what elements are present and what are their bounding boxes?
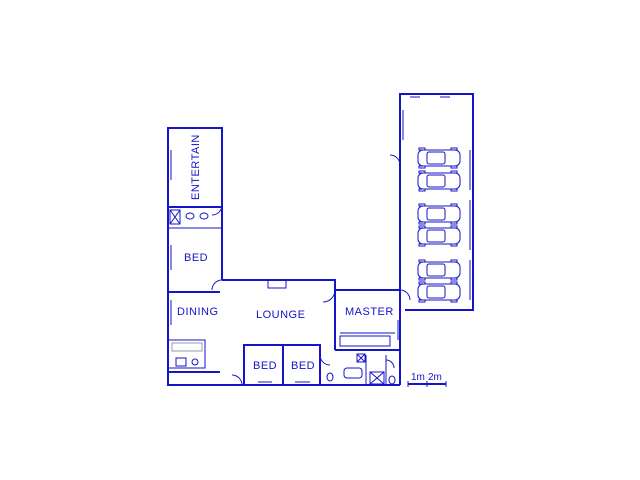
basin-icon [185, 212, 195, 220]
shower-icon [169, 209, 181, 225]
ensuite-bathtub-icon [343, 367, 363, 379]
room-label-dining: DINING [177, 306, 219, 318]
room-label-bed-south-2: BED [291, 360, 315, 372]
room-label-bed-south-1: BED [253, 360, 277, 372]
vanity-counter [339, 335, 391, 347]
fireplace-icon [267, 279, 287, 289]
car-icon [417, 170, 461, 192]
room-labels: ENTERTAIN BED DINING LOUNGE MASTER BED B… [177, 134, 394, 372]
scale-label-2m: 2m [428, 372, 442, 383]
car-icon [417, 281, 461, 303]
car-icon [417, 259, 461, 281]
scale-bar: 1m 2m [407, 372, 447, 387]
kitchen-counter [171, 342, 203, 352]
room-label-bed-north: BED [184, 252, 208, 264]
scale-label-1m: 1m [411, 372, 425, 383]
room-label-entertain: ENTERTAIN [190, 134, 202, 200]
car-icon [417, 203, 461, 225]
ensuite-toilet-icon [388, 375, 396, 385]
windows [170, 96, 471, 383]
garage-cars [417, 147, 461, 303]
interior-walls [168, 206, 400, 385]
room-label-master: MASTER [345, 306, 394, 318]
stove-icon [191, 358, 199, 366]
car-icon [417, 147, 461, 169]
fixtures [169, 209, 396, 385]
doors [211, 154, 411, 386]
ensuite-shower-icon [356, 353, 366, 363]
bath-icon [369, 371, 385, 385]
toilet-icon [199, 212, 209, 220]
outer-walls [167, 93, 474, 386]
guest-toilet-icon [326, 372, 334, 382]
car-icon [417, 225, 461, 247]
sink-icon [175, 357, 187, 367]
room-label-lounge: LOUNGE [256, 309, 305, 321]
